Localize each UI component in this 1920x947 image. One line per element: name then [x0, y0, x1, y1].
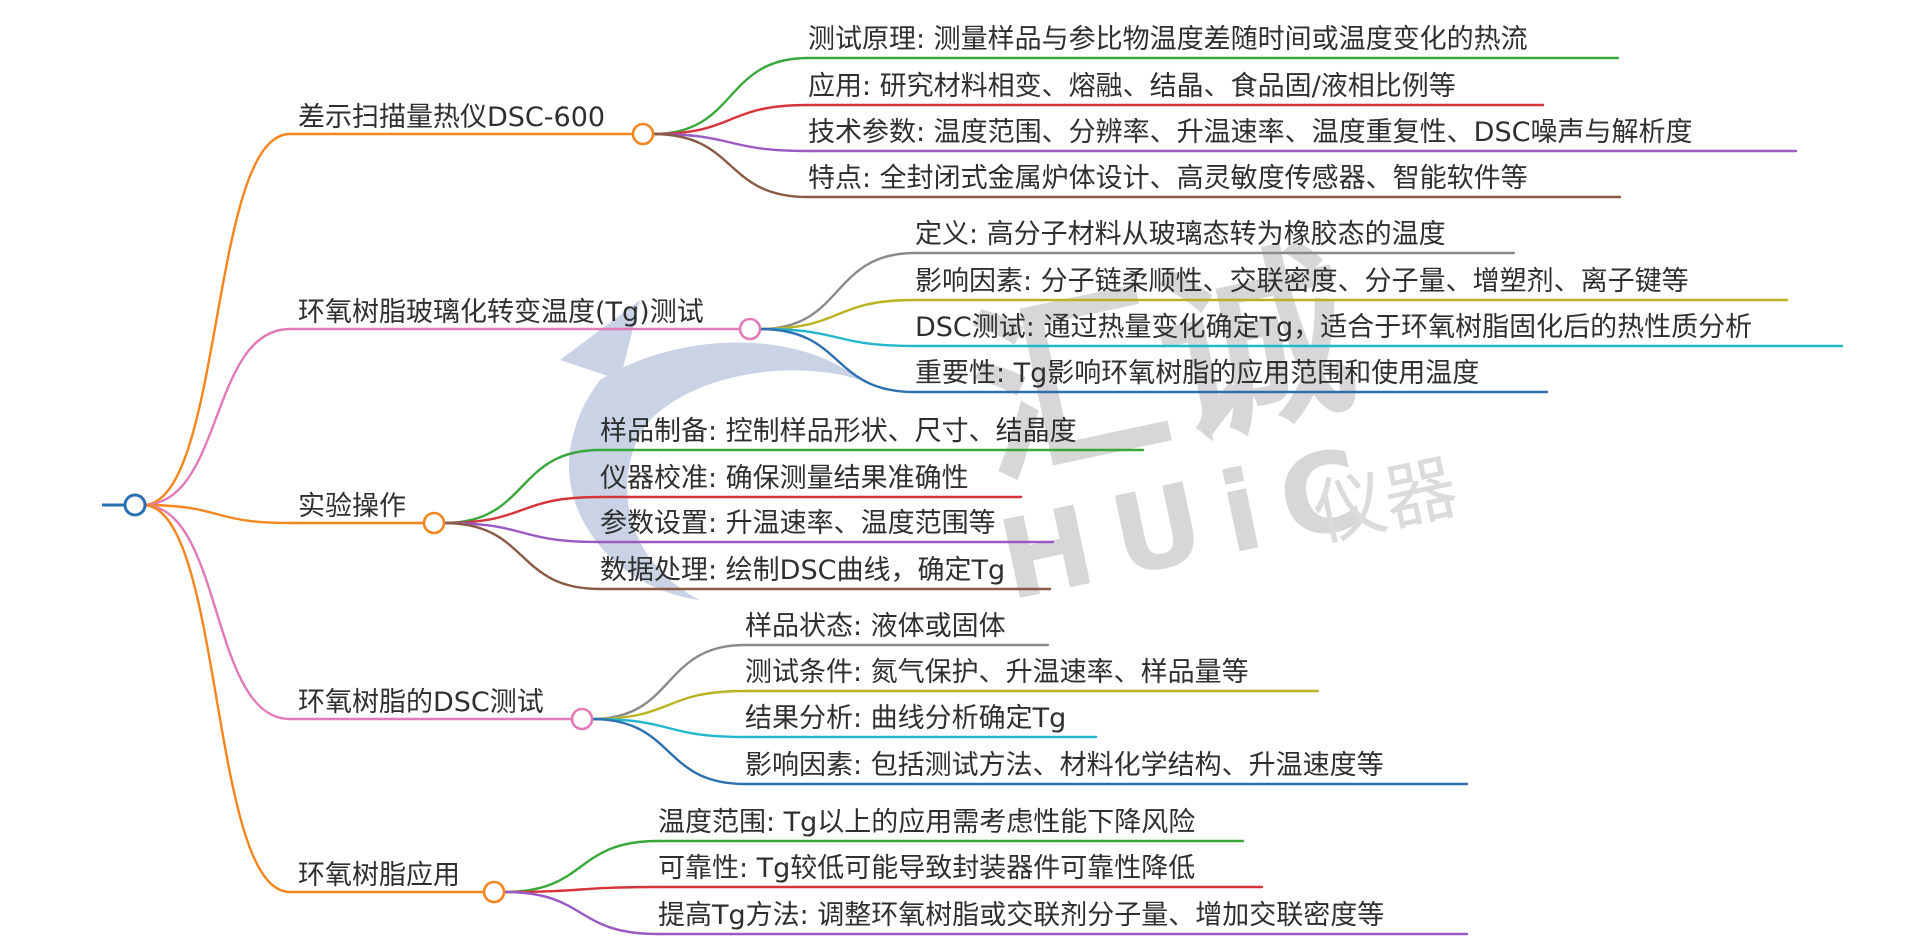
leaf-label[interactable]: 技术参数: 温度范围、分辨率、升温速率、温度重复性、DSC噪声与解析度	[808, 117, 1692, 148]
branch-to-leaf-line	[758, 251, 917, 331]
branch-to-leaf-line	[442, 448, 602, 525]
leaf-label[interactable]: 可靠性: Tg较低可能导致封装器件可靠性降低	[658, 853, 1195, 884]
branch-to-leaf-line	[590, 717, 747, 739]
branch-label: 环氧树脂玻璃化转变温度(Tg)测试	[298, 297, 704, 328]
branch-to-leaf-line	[502, 885, 660, 894]
branch-to-leaf-line	[442, 495, 602, 525]
leaf-label[interactable]: 参数设置: 升温速率、温度范围等	[600, 508, 996, 539]
branch-to-leaf-line	[651, 56, 810, 136]
branch-to-leaf-line	[590, 689, 747, 721]
watermark-swirl-icon	[568, 342, 860, 600]
leaf-label[interactable]: DSC测试: 通过热量变化确定Tg，适合于环氧树脂固化后的热性质分析	[915, 312, 1752, 343]
branch-to-leaf-line	[651, 103, 810, 136]
connector-lines	[141, 56, 1844, 936]
branch-to-leaf-line	[758, 298, 917, 331]
watermark-logo: 汇诚 HUiC 仪器	[560, 219, 1464, 625]
leaf-label[interactable]: 仪器校准: 确保测量结果准确性	[600, 463, 969, 494]
branch-toggle-dot[interactable]	[422, 511, 446, 535]
leaf-label[interactable]: 特点: 全封闭式金属炉体设计、高灵敏度传感器、智能软件等	[808, 163, 1528, 194]
leaf-label[interactable]: 重要性: Tg影响环氧树脂的应用范围和使用温度	[915, 358, 1479, 389]
root-dot[interactable]	[123, 493, 147, 517]
leaf-label[interactable]: 影响因素: 包括测试方法、材料化学结构、升温速度等	[745, 750, 1384, 781]
leaf-label[interactable]: 影响因素: 分子链柔顺性、交联密度、分子量、增塑剂、离子键等	[915, 266, 1689, 297]
leaf-label[interactable]: 测试条件: 氮气保护、升温速率、样品量等	[745, 657, 1249, 688]
leaf-label[interactable]: 定义: 高分子材料从玻璃态转为橡胶态的温度	[915, 219, 1446, 250]
branch-toggle-dot[interactable]	[738, 317, 762, 341]
branch-to-leaf-line	[502, 839, 660, 894]
branch-to-leaf-line	[651, 132, 810, 153]
leaf-label[interactable]: 样品状态: 液体或固体	[745, 611, 1006, 642]
root-node[interactable]	[102, 493, 147, 517]
leaf-label[interactable]: 结果分析: 曲线分析确定Tg	[745, 703, 1066, 734]
root-to-branch-line	[141, 503, 292, 525]
branch-toggle-dot[interactable]	[482, 880, 506, 904]
leaf-label[interactable]: 提高Tg方法: 调整环氧树脂或交联剂分子量、增加交联密度等	[658, 900, 1384, 931]
branch-to-leaf-line	[758, 327, 917, 348]
leaf-label[interactable]: 数据处理: 绘制DSC曲线，确定Tg	[600, 555, 1005, 586]
branch-to-leaf-line	[651, 132, 810, 199]
leaf-label[interactable]: 温度范围: Tg以上的应用需考虑性能下降风险	[658, 807, 1195, 838]
leaf-label[interactable]: 样品制备: 控制样品形状、尺寸、结晶度	[600, 416, 1077, 447]
leaf-label[interactable]: 应用: 研究材料相变、熔融、结晶、食品固/液相比例等	[808, 71, 1456, 102]
branch-label: 实验操作	[298, 491, 406, 522]
branch-node[interactable]: 实验操作	[298, 491, 446, 535]
leaf-label[interactable]: 测试原理: 测量样品与参比物温度差随时间或温度变化的热流	[808, 24, 1528, 55]
root-to-branch-line	[141, 503, 292, 721]
root-to-branch-line	[141, 327, 292, 507]
branch-to-leaf-line	[502, 890, 660, 936]
branch-node[interactable]: 差示扫描量热仪DSC-600	[298, 102, 655, 146]
branch-to-leaf-line	[442, 521, 602, 591]
branch-node[interactable]: 环氧树脂玻璃化转变温度(Tg)测试	[298, 297, 762, 341]
branch-toggle-dot[interactable]	[570, 707, 594, 731]
branch-label: 差示扫描量热仪DSC-600	[298, 102, 605, 133]
branch-to-leaf-line	[590, 717, 747, 786]
root-to-branch-line	[141, 503, 292, 894]
branch-label: 环氧树脂应用	[298, 860, 460, 891]
root-to-branch-line	[141, 132, 292, 507]
branches: 差示扫描量热仪DSC-600 测试原理: 测量样品与参比物温度差随时间或温度变化的…	[298, 24, 1752, 931]
branch-to-leaf-line	[590, 643, 747, 721]
branch-node[interactable]: 环氧树脂应用	[298, 860, 506, 904]
branch-label: 环氧树脂的DSC测试	[298, 687, 544, 718]
watermark-swirl-accent-icon	[560, 300, 640, 380]
branch-node[interactable]: 环氧树脂的DSC测试	[298, 687, 594, 731]
branch-toggle-dot[interactable]	[631, 122, 655, 146]
branch-to-leaf-line	[758, 327, 917, 394]
branch-to-leaf-line	[442, 521, 602, 544]
